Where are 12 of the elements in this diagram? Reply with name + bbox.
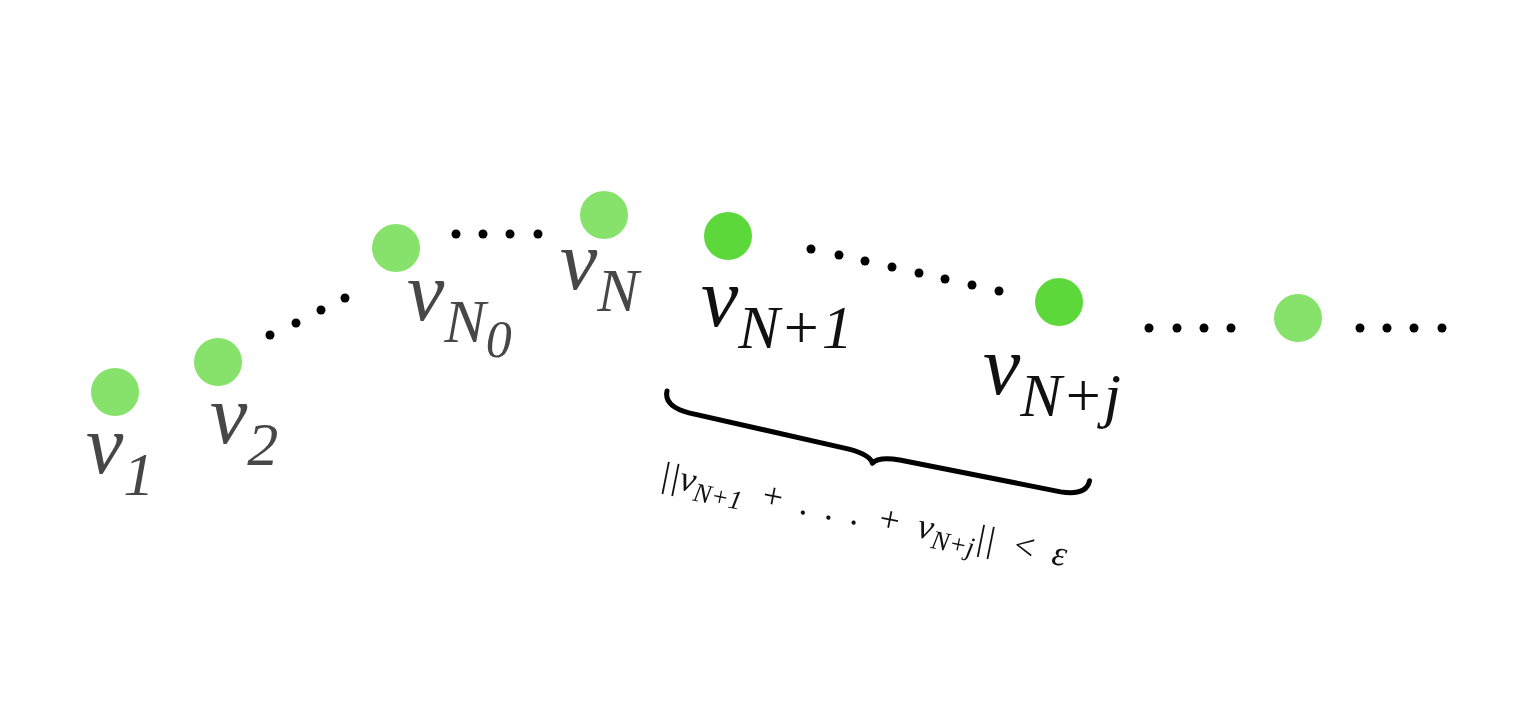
vector-dot (91, 368, 139, 416)
vector-dot (704, 212, 752, 260)
vector-dot (194, 338, 242, 386)
vector-dot (372, 224, 420, 272)
vector-label: v$_{1}$ (86, 403, 155, 506)
vector-label: v$_{N+1}$ (701, 256, 853, 359)
vector-dot (1035, 278, 1083, 326)
vector-label: v$_{2}$ (210, 373, 279, 476)
vector-label: v$_{N+j}$ (983, 324, 1121, 427)
norm-inequality: ||v$_{N+1}$ + . . . + v$_{N+j}$|| < ε (656, 453, 1071, 577)
vector-dot (1274, 294, 1322, 342)
vector-dot (580, 191, 628, 239)
